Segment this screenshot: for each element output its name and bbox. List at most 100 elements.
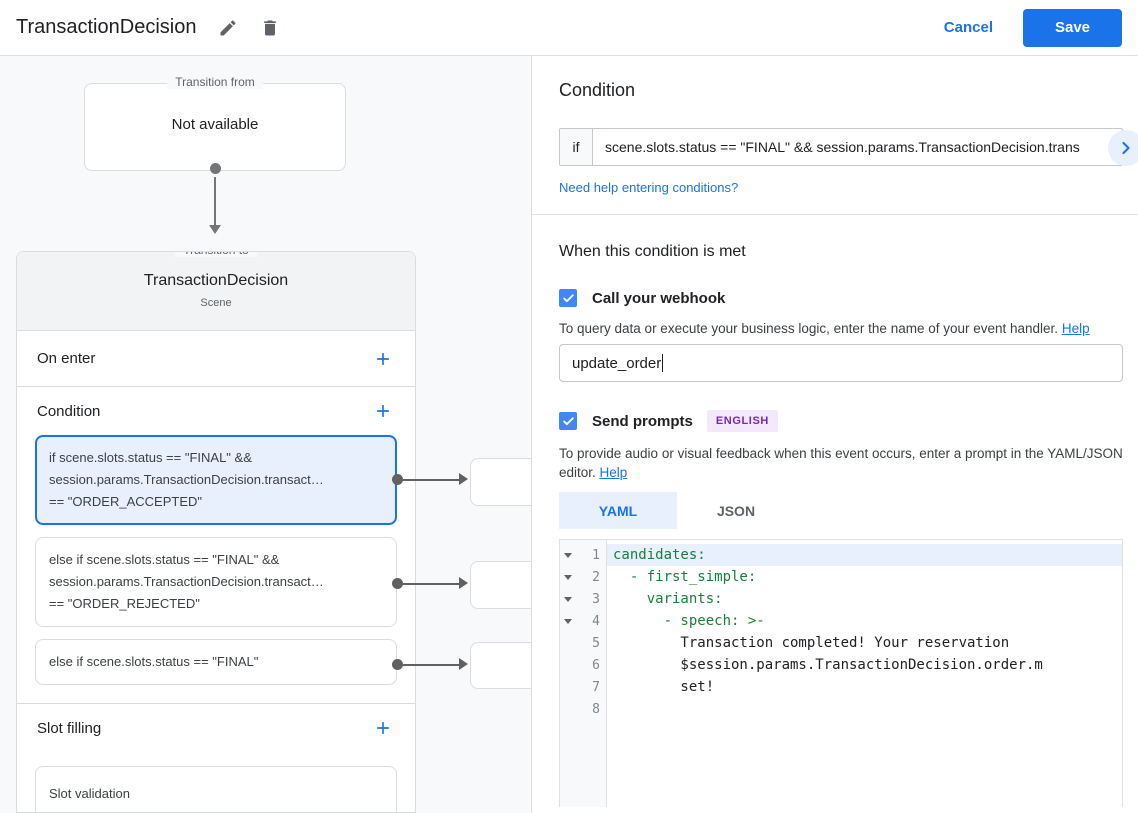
delete-scene-button[interactable]	[256, 14, 284, 42]
scene-header: TransactionDecision Scene	[17, 252, 415, 331]
plus-icon	[377, 722, 389, 734]
checkmark-icon	[562, 416, 574, 425]
app-header: TransactionDecision Cancel Save	[0, 0, 1138, 56]
condition-expression-input[interactable]: scene.slots.status == "FINAL" && session…	[605, 139, 1080, 155]
connector-arrowhead-icon	[459, 658, 468, 670]
line-number: 8	[592, 701, 600, 717]
code-line: variants:	[613, 591, 723, 607]
line-number: 7	[592, 679, 600, 695]
condition-card-accepted[interactable]: if scene.slots.status == "FINAL" && sess…	[35, 435, 397, 525]
trash-icon	[264, 20, 277, 35]
send-prompts-checkbox[interactable]	[559, 412, 577, 430]
slot-filling-section: Slot filling	[17, 704, 415, 752]
condition-card-line: else if scene.slots.status == "FINAL" &&	[49, 552, 280, 567]
condition-card-final[interactable]: else if scene.slots.status == "FINAL"	[35, 639, 397, 685]
condition-card-rejected[interactable]: else if scene.slots.status == "FINAL" &&…	[35, 537, 397, 627]
line-number: 2	[592, 569, 600, 585]
connector-arrowhead-icon	[209, 225, 221, 234]
call-webhook-label: Call your webhook	[592, 289, 726, 307]
slot-filling-label: Slot filling	[37, 719, 102, 737]
condition-section: Condition if scene.slots.status == "FINA…	[17, 387, 415, 704]
connector-dot	[392, 578, 403, 589]
condition-card-line: session.params.TransactionDecision.trans…	[49, 574, 324, 589]
connector-dot	[392, 474, 403, 485]
page-title: TransactionDecision	[16, 16, 197, 38]
code-line: candidates:	[607, 544, 1122, 566]
editor-code-area[interactable]: candidates: - first_simple: variants: - …	[607, 540, 1122, 807]
code-line: set!	[613, 679, 715, 695]
divider	[532, 214, 1138, 215]
language-badge: ENGLISH	[706, 410, 778, 432]
condition-expression-field: if scene.slots.status == "FINAL" && sess…	[559, 128, 1123, 166]
save-button[interactable]: Save	[1023, 8, 1122, 47]
condition-card-line: else if scene.slots.status == "FINAL"	[49, 654, 259, 669]
condition-label: Condition	[37, 402, 101, 420]
connector-arrowhead-icon	[459, 473, 468, 485]
connector-arrowhead-icon	[459, 577, 468, 589]
on-enter-section: On enter	[17, 331, 415, 387]
plus-icon	[377, 405, 389, 417]
tab-yaml[interactable]: YAML	[559, 492, 677, 529]
slot-validation-label: Slot validation	[49, 786, 130, 801]
code-line: $session.params.TransactionDecision.orde…	[613, 657, 1043, 673]
scene-type-label: Scene	[200, 297, 232, 309]
transition-target-box[interactable]	[470, 561, 531, 609]
line-number: 6	[592, 657, 600, 673]
send-prompts-row: Send prompts ENGLISH	[559, 410, 1122, 432]
plus-icon	[377, 352, 389, 365]
code-line	[607, 698, 1122, 720]
event-handler-input[interactable]: update_order	[559, 344, 1123, 382]
line-number: 5	[592, 635, 600, 651]
scene-diagram: Transition from Not available Transition…	[0, 56, 531, 813]
fold-arrow-icon[interactable]	[560, 596, 576, 602]
call-webhook-checkbox[interactable]	[559, 289, 577, 307]
prompts-helper-body: To provide audio or visual feedback when…	[559, 446, 1123, 480]
fold-arrow-icon[interactable]	[560, 574, 576, 580]
condition-card-line: == "ORDER_REJECTED"	[49, 596, 200, 611]
transition-target-box[interactable]	[470, 458, 531, 506]
panel-title: Condition	[559, 80, 636, 100]
text-cursor	[662, 354, 664, 372]
collapse-panel-button[interactable]	[1108, 130, 1138, 166]
webhook-helper-body: To query data or execute your business l…	[559, 321, 1059, 336]
send-prompts-label: Send prompts	[592, 412, 693, 430]
add-condition-button[interactable]	[371, 399, 395, 423]
condition-card-line: == "ORDER_ACCEPTED"	[49, 494, 202, 509]
webhook-helper-text: To query data or execute your business l…	[559, 319, 1123, 338]
checkmark-icon	[562, 293, 574, 302]
add-slot-button[interactable]	[371, 716, 395, 740]
when-condition-heading: When this condition is met	[559, 243, 746, 260]
transition-from-content: Not available	[171, 116, 259, 133]
editor-tabs: YAML JSON	[559, 492, 1122, 529]
conditions-help-link[interactable]: Need help entering conditions?	[559, 180, 739, 195]
transition-from-legend: Transition from	[167, 75, 263, 89]
webhook-help-link[interactable]: Help	[1061, 321, 1090, 336]
tab-json[interactable]: JSON	[716, 502, 756, 519]
prompts-help-link[interactable]: Help	[599, 465, 628, 480]
event-handler-value: update_order	[572, 354, 662, 372]
slot-validation-card[interactable]: Slot validation	[35, 766, 397, 812]
line-number: 1	[592, 547, 600, 563]
transition-target-box[interactable]	[470, 642, 531, 689]
fold-arrow-icon[interactable]	[560, 618, 576, 624]
chevron-right-icon	[1122, 141, 1130, 155]
condition-card-line: session.params.TransactionDecision.trans…	[49, 472, 324, 487]
connector-line	[214, 177, 216, 226]
editor-gutter: 1 2 3 4 5 6 7 8	[560, 540, 607, 807]
edit-title-button[interactable]	[214, 14, 242, 42]
add-on-enter-button[interactable]	[371, 347, 395, 371]
prompts-helper-text: To provide audio or visual feedback when…	[559, 444, 1123, 482]
webhook-row: Call your webhook	[559, 289, 1122, 307]
cancel-button[interactable]: Cancel	[943, 19, 993, 36]
connector-dot	[210, 163, 221, 174]
pencil-icon	[220, 19, 236, 35]
condition-card-line: if scene.slots.status == "FINAL" &&	[49, 450, 252, 465]
transition-to-box: Transition to TransactionDecision Scene …	[16, 251, 416, 813]
condition-detail-panel: Condition if scene.slots.status == "FINA…	[531, 56, 1138, 813]
transition-from-box: Transition from Not available	[84, 75, 346, 171]
yaml-editor[interactable]: 1 2 3 4 5 6 7 8 candidates: - first_simp…	[559, 539, 1123, 807]
line-number: 3	[592, 591, 600, 607]
fold-arrow-icon[interactable]	[560, 552, 576, 558]
connector-dot	[392, 659, 403, 670]
scene-name: TransactionDecision	[143, 272, 289, 289]
